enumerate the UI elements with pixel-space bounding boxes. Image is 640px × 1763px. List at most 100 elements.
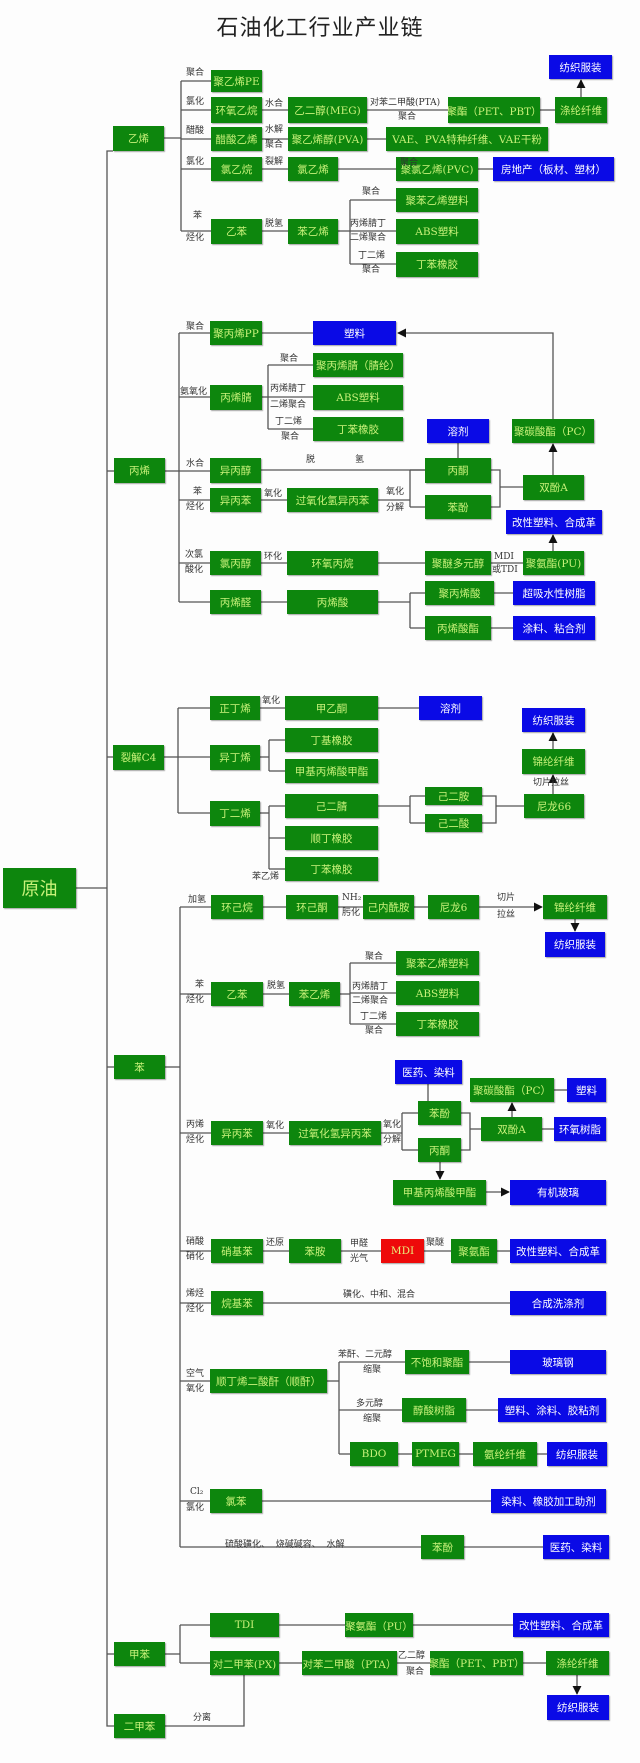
product-node-ph2: 苯酚 bbox=[418, 1101, 461, 1125]
product-node-jl2: 锦纶纤维 bbox=[543, 895, 607, 919]
product-node-ac1: 丙酮 bbox=[425, 458, 491, 483]
process-label: 硝化 bbox=[186, 1252, 205, 1262]
process-label: 脱氢 bbox=[267, 981, 286, 991]
product-node-ps1: 聚苯乙烯塑料 bbox=[396, 188, 478, 212]
process-label: 苯乙烯 bbox=[252, 872, 280, 882]
product-node-chn: 环己酮 bbox=[286, 895, 338, 919]
product-node-abs3: ABS塑料 bbox=[396, 981, 479, 1005]
process-label: 光气 bbox=[350, 1254, 369, 1264]
end-use-node-gx1: 改性塑料、合成革 bbox=[506, 510, 602, 534]
process-label: 丁二烯 bbox=[360, 1012, 388, 1022]
product-node-pe: 聚乙烯PE bbox=[211, 70, 262, 92]
end-use-node-sl1: 塑料 bbox=[313, 321, 396, 345]
process-label: 聚合 bbox=[362, 187, 381, 197]
process-label: 丙烯腈丁 bbox=[352, 982, 389, 992]
process-label: 分解 bbox=[383, 1135, 402, 1145]
product-node-cpl: 己内酰胺 bbox=[363, 895, 414, 919]
product-node-ben: 苯 bbox=[114, 1055, 165, 1079]
product-node-ae: 丙烯酸酯 bbox=[425, 616, 491, 640]
process-label: 聚合 bbox=[362, 265, 381, 275]
flow-arrow bbox=[397, 328, 554, 419]
process-label: 烃化 bbox=[186, 1135, 205, 1145]
process-label: MDI bbox=[494, 552, 514, 562]
product-node-ec: 氯乙烷 bbox=[211, 157, 262, 181]
process-label: 氧化 bbox=[264, 489, 283, 499]
product-node-aa: 丙烯酸 bbox=[287, 590, 378, 614]
process-label: 脱氢 bbox=[265, 219, 284, 229]
product-node-xyl: 二甲苯 bbox=[114, 1714, 165, 1738]
process-label: 聚合 bbox=[186, 68, 205, 78]
product-node-tdi: TDI bbox=[210, 1613, 279, 1637]
product-node-ac2: 丙酮 bbox=[418, 1138, 461, 1162]
process-label: 聚合 bbox=[265, 140, 284, 150]
process-label: 烯烃 bbox=[186, 1289, 205, 1299]
process-label: 二烯聚合 bbox=[352, 996, 389, 1006]
product-node-eb2: 乙苯 bbox=[211, 982, 263, 1006]
end-use-node-fz4: 纺织服装 bbox=[547, 1442, 607, 1466]
product-node-eb1: 乙苯 bbox=[211, 219, 262, 244]
product-node-pc2: 聚碳酸酯（PC） bbox=[470, 1078, 554, 1102]
process-label: 次氯 bbox=[185, 550, 204, 560]
process-label: 氧化 bbox=[386, 487, 405, 497]
product-node-pta: 对苯二甲酸（PTA） bbox=[302, 1651, 397, 1675]
product-node-bdo: BDO bbox=[350, 1442, 398, 1466]
end-use-node-epx: 环氧树脂 bbox=[554, 1117, 606, 1141]
product-node-clb: 氯苯 bbox=[210, 1489, 262, 1513]
process-label: 聚合 bbox=[365, 952, 384, 962]
process-label: 聚醚 bbox=[426, 1238, 445, 1248]
product-node-hmd: 己二胺 bbox=[425, 787, 482, 805]
product-node-pu3: 聚氨酯（PU） bbox=[345, 1613, 413, 1637]
end-use-node-glf: 玻璃钢 bbox=[510, 1350, 606, 1374]
product-node-bpa2: 双酚A bbox=[481, 1117, 542, 1141]
product-node-up: 不饱和聚酯 bbox=[405, 1350, 469, 1374]
end-use-node-yyrl: 医药、染料 bbox=[395, 1060, 462, 1084]
process-label: 拉丝 bbox=[497, 910, 516, 920]
process-label: 丙烯腈丁 bbox=[350, 219, 387, 229]
end-use-node-rj1: 溶剂 bbox=[427, 419, 489, 443]
end-use-node-slt: 塑料、涂料、胶粘剂 bbox=[498, 1398, 606, 1422]
end-use-node-rj2: 溶剂 bbox=[419, 696, 482, 720]
product-node-pp: 丙烯 bbox=[114, 458, 165, 483]
product-node-chp2: 过氧化氢异丙苯 bbox=[289, 1121, 381, 1145]
product-node-bd: 丁二烯 bbox=[210, 801, 260, 826]
process-label: 苯酐、二元醇 bbox=[338, 1350, 393, 1360]
process-label: 聚合 bbox=[280, 354, 299, 364]
product-node-pu2: 聚氨酯 bbox=[451, 1239, 497, 1263]
product-node-paa: 聚丙烯酸 bbox=[425, 581, 494, 605]
product-node-abs2: ABS塑料 bbox=[313, 385, 403, 410]
product-node-pan: 聚丙烯腈（腈纶） bbox=[313, 353, 403, 377]
process-label: 聚合 bbox=[281, 432, 300, 442]
process-label: Cl₂ bbox=[190, 1487, 204, 1497]
process-label: 聚合 bbox=[398, 112, 417, 122]
process-label: 分离 bbox=[193, 1713, 212, 1723]
process-label: 二烯聚合 bbox=[350, 233, 387, 243]
end-use-node-sap: 超吸水性树脂 bbox=[513, 581, 595, 605]
connector-line bbox=[461, 1112, 471, 1151]
product-node-sbr3: 丁苯橡胶 bbox=[285, 857, 378, 881]
product-node-abs1: ABS塑料 bbox=[396, 219, 478, 244]
product-node-cum1: 异丙苯 bbox=[210, 488, 261, 512]
product-node-px: 对二甲苯(PX) bbox=[210, 1651, 279, 1675]
product-node-pet2: 聚酯（PET、PBT） bbox=[430, 1651, 523, 1675]
process-label: 缩聚 bbox=[363, 1365, 382, 1375]
product-node-ipa: 异丙醇 bbox=[210, 458, 261, 483]
end-use-node-fdc: 房地产（板材、塑材） bbox=[493, 157, 614, 181]
product-node-pa66: 尼龙66 bbox=[524, 794, 584, 818]
end-use-node-fz3: 纺织服装 bbox=[545, 932, 605, 957]
product-node-ma: 顺丁烯二酸酐（顺酐） bbox=[210, 1369, 327, 1393]
product-node-iir: 丁基橡胶 bbox=[285, 728, 378, 752]
process-label: NH₂ bbox=[342, 893, 362, 903]
product-node-st1: 苯乙烯 bbox=[288, 219, 338, 244]
process-label: 氯化 bbox=[186, 97, 205, 107]
process-label: 水合 bbox=[265, 99, 284, 109]
process-label: 酸化 bbox=[185, 565, 204, 575]
end-use-node-yjbl: 有机玻璃 bbox=[510, 1180, 606, 1205]
process-label: 氯化 bbox=[186, 157, 205, 167]
product-node-acr: 丙烯醛 bbox=[210, 590, 261, 614]
end-use-node-fz1: 纺织服装 bbox=[549, 55, 612, 79]
process-label: 聚合 bbox=[400, 158, 419, 168]
process-label: 裂解 bbox=[265, 157, 284, 167]
process-label: 对苯二甲酸(PTA) bbox=[370, 98, 441, 108]
